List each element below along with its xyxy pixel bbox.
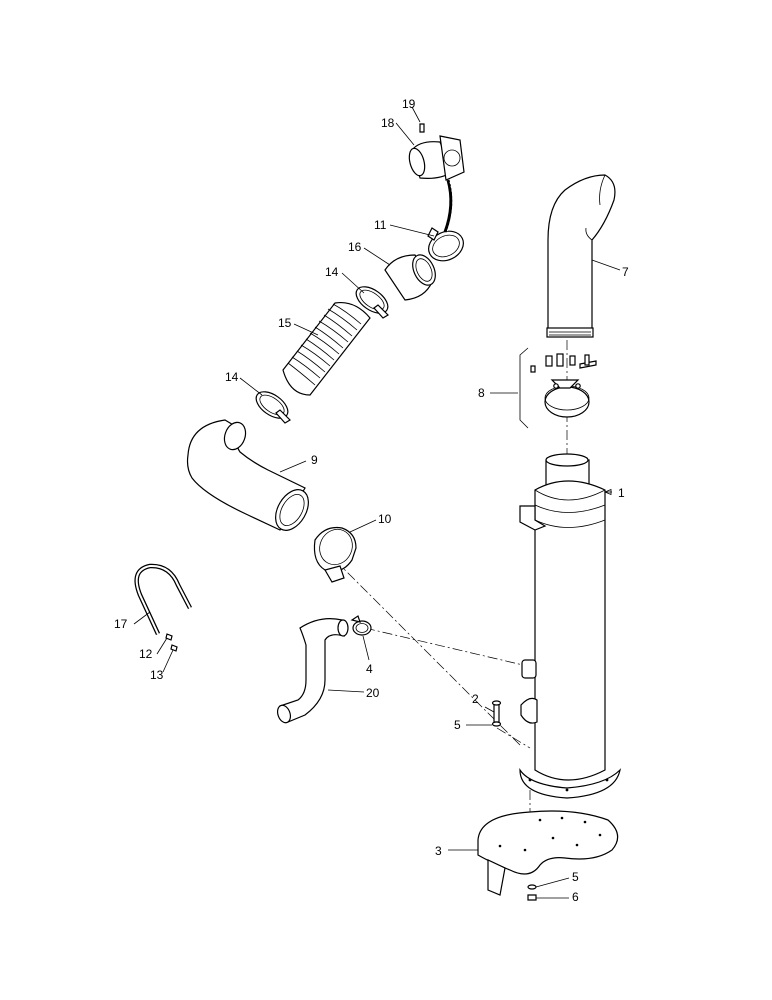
callout-12: 12: [139, 647, 153, 661]
callout-17: 17: [114, 617, 128, 631]
callout-9: 9: [311, 453, 318, 467]
exhaust-stack-pipe: [546, 174, 616, 338]
assembly-centerlines: [334, 340, 568, 815]
lower-washer-nut: [527, 884, 537, 901]
coupler-clamp: [313, 526, 357, 583]
callout-13: 13: [150, 668, 164, 682]
hose-clamp-upper: [355, 286, 389, 319]
bent-hose: [276, 618, 349, 724]
callout-5-upper: 5: [454, 718, 461, 732]
callout-14-upper: 14: [325, 265, 339, 279]
clamp-kit: [519, 347, 597, 429]
callout-7: 7: [622, 265, 629, 279]
band-clamp: [427, 227, 464, 262]
callout-20: 20: [366, 686, 380, 700]
screw-19: [419, 123, 425, 133]
callout-6: 6: [572, 890, 579, 904]
callout-16: 16: [348, 240, 362, 254]
flexible-hose: [282, 301, 371, 396]
small-hose-clamp: [350, 615, 372, 636]
callout-15: 15: [278, 316, 292, 330]
callout-3: 3: [435, 844, 442, 858]
callout-18: 18: [381, 116, 395, 130]
mounting-plate: [477, 810, 619, 896]
u-bolt: [134, 563, 192, 635]
leader-lines: [133, 106, 621, 899]
callout-labels: 1 2 3 4 5 5 6 7 8 9 10 11 12 13 14 14 15…: [114, 97, 629, 904]
hose-clamp-lower: [255, 391, 291, 424]
washer-nut-12-13: [165, 633, 178, 652]
callout-11: 11: [374, 218, 387, 232]
adapter-pipe: [384, 254, 436, 301]
callout-4: 4: [366, 662, 373, 676]
flanged-fitting: [408, 135, 465, 233]
callout-10: 10: [378, 512, 392, 526]
callout-14-lower: 14: [225, 370, 239, 384]
callout-2: 2: [472, 692, 479, 706]
bolt-and-washer: [491, 700, 502, 727]
callout-5-lower: 5: [572, 870, 579, 884]
elbow-pipe: [186, 419, 309, 531]
callout-8: 8: [478, 386, 485, 400]
muffler: [519, 453, 621, 799]
callout-19: 19: [402, 97, 416, 111]
callout-1: 1: [618, 486, 625, 500]
